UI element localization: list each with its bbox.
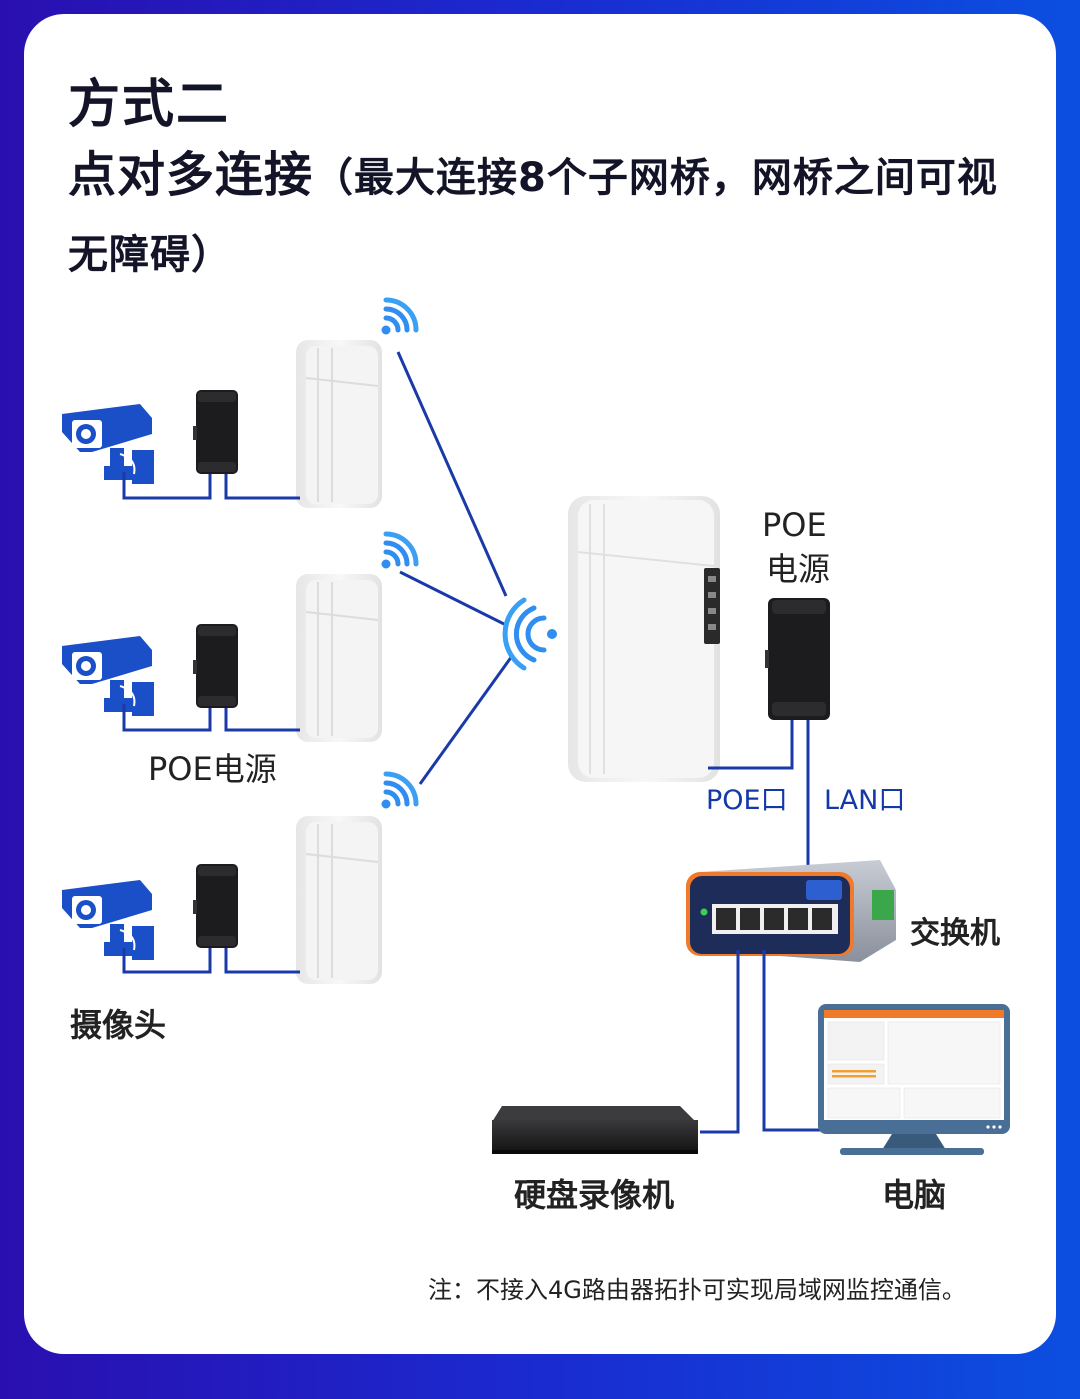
switch-label: 交换机 [910,916,1000,951]
lan-port-label: LAN口 [824,785,906,816]
poe-power-right-label-line1: POE [762,506,827,544]
camera-icon [61,635,155,717]
wireless-link [396,351,508,597]
bridge-device-icon [295,339,383,509]
switch-icon [686,860,896,962]
camera-label: 摄像头 [70,1006,167,1044]
footer-note: 注：不接入4G路由器拓扑可实现局域网监控通信。 [428,1276,966,1304]
subtitle-detail: （最大连接8个子网桥，网桥之间可视无障碍） [68,155,998,278]
page-subtitle: 点对多连接（最大连接8个子网桥，网桥之间可视无障碍） [68,138,1008,292]
poe-power-right-label-line2: 电源 [766,550,831,588]
nvr-icon [492,1106,698,1154]
remote-station [61,534,417,743]
poe-port-label: POE口 [706,785,788,816]
wireless-links [396,351,514,785]
pc-cable [762,950,824,1132]
subtitle-main: 点对多连接 [68,147,314,203]
poe-injector-main-icon [765,598,830,720]
nvr-cable [700,950,740,1134]
poe-power-left-label: POE电源 [148,750,277,788]
wifi-icon [382,300,417,335]
wifi-icon [382,774,417,809]
central-wifi-icon [502,597,557,671]
bridge-device-icon [295,573,383,743]
wireless-link [418,655,514,785]
poe-injector-icon [193,864,238,948]
remote-station [61,300,417,509]
pc-label: 电脑 [882,1176,947,1214]
remote-station [61,774,417,985]
nvr-label: 硬盘录像机 [514,1176,675,1214]
camera-icon [61,403,155,485]
pc-monitor-icon [818,1004,1010,1155]
page-title: 方式二 [68,75,231,135]
central-bridge-icon [568,496,720,782]
bridge-device-icon [295,815,383,985]
poe-cable [708,720,794,770]
poe-injector-icon [193,624,238,708]
poe-injector-icon [193,390,238,474]
wireless-link [399,570,509,628]
wifi-icon [382,534,417,569]
camera-icon [61,879,155,961]
